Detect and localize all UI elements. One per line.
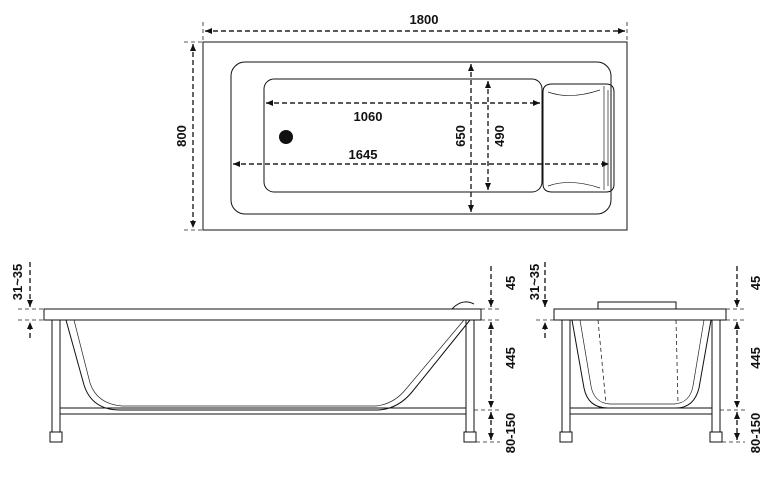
side-depth-label: 445 [503,347,518,369]
side-rim-recess-label: 31~35 [10,264,25,301]
end-leg-height-label: 80-150 [748,413,763,453]
end-view: 31~35 45 445 80-150 [527,262,763,453]
dim-bottom-width-label: 490 [492,125,507,147]
tub-rim-inner-outline [230,61,612,215]
dim-bottom-length-label: 1060 [354,109,383,124]
headrest [542,83,615,193]
dim-inner-width-label: 650 [453,125,468,147]
side-leg-left [49,431,63,443]
top-view: 1800 800 1060 1645 650 490 [174,12,628,231]
side-tub-shell [65,319,471,411]
side-rim [43,308,482,321]
side-leg-height-label: 80-150 [503,413,518,453]
end-frame [559,320,723,443]
dim-inner-length-label: 1645 [349,147,378,162]
drain-hole [279,130,293,144]
dim-length-label: 1800 [410,12,439,27]
end-depth-label: 445 [748,347,763,369]
end-rim [553,308,727,321]
end-headrest [597,301,677,310]
side-view: 31~35 45 445 80-150 [10,262,518,453]
side-leg-right [463,431,477,443]
tub-outer-outline [202,41,628,231]
end-rim-recess-label: 31~35 [527,264,542,301]
tub-bottom-outline [263,78,543,193]
end-leg-right [709,431,723,443]
end-leg-left [559,431,573,443]
dim-width-label: 800 [174,125,189,147]
side-frame [49,320,477,443]
side-rim-height-label: 45 [503,276,518,290]
end-rim-height-label: 45 [748,276,763,290]
